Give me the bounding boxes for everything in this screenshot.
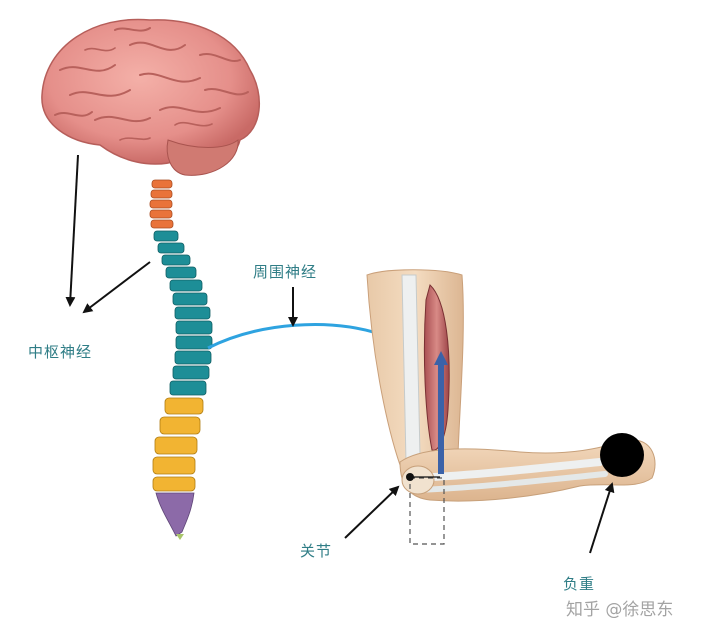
joint-arrow bbox=[344, 485, 400, 539]
load-arrow bbox=[589, 482, 615, 554]
spinal-column bbox=[149, 179, 213, 540]
sacrum bbox=[155, 492, 195, 537]
load-ball bbox=[600, 433, 644, 477]
label-load: 负重 bbox=[563, 575, 596, 593]
central-nerve-arrow-1 bbox=[65, 154, 79, 307]
label-peripheral-nerve: 周围神经 bbox=[253, 263, 318, 281]
watermark: 知乎 @徐思东 bbox=[566, 600, 674, 620]
label-joint: 关节 bbox=[300, 542, 333, 560]
joint-box bbox=[409, 477, 445, 545]
label-central-nerve: 中枢神经 bbox=[28, 343, 93, 361]
central-nerve-arrow-2 bbox=[82, 261, 151, 314]
brain bbox=[41, 18, 261, 176]
